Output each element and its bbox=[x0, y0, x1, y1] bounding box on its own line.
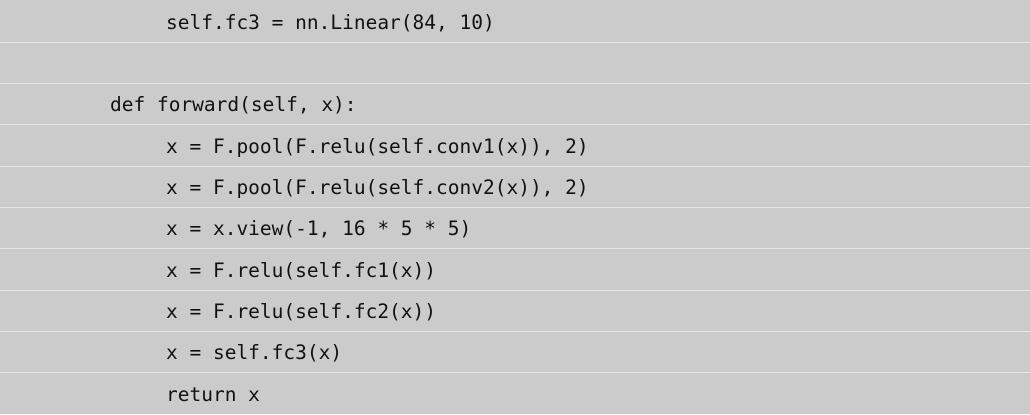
code-line: x = x.view(-1, 16 * 5 * 5) bbox=[0, 208, 1030, 249]
code-line-text: self.fc3 = nn.Linear(84, 10) bbox=[166, 11, 495, 34]
code-line-text: x = self.fc3(x) bbox=[166, 341, 343, 364]
code-line: x = F.relu(self.fc2(x)) bbox=[0, 291, 1030, 332]
code-line bbox=[0, 43, 1030, 84]
code-line-text: x = x.view(-1, 16 * 5 * 5) bbox=[166, 217, 472, 240]
code-line-text: return x bbox=[166, 383, 260, 406]
code-line: x = self.fc3(x) bbox=[0, 332, 1030, 373]
code-line-text: x = F.relu(self.fc2(x)) bbox=[166, 300, 437, 323]
code-line-text: def forward(self, x): bbox=[110, 93, 357, 116]
code-line-text: x = F.relu(self.fc1(x)) bbox=[166, 259, 437, 282]
code-line: x = F.pool(F.relu(self.conv1(x)), 2) bbox=[0, 126, 1030, 167]
code-line: self.fc3 = nn.Linear(84, 10) bbox=[0, 2, 1030, 43]
code-line-text: x = F.pool(F.relu(self.conv2(x)), 2) bbox=[166, 176, 589, 199]
code-line: return x bbox=[0, 374, 1030, 415]
code-line-text: x = F.pool(F.relu(self.conv1(x)), 2) bbox=[166, 135, 589, 158]
code-line: x = F.pool(F.relu(self.conv2(x)), 2) bbox=[0, 167, 1030, 208]
code-line: def forward(self, x): bbox=[0, 84, 1030, 125]
code-line: x = F.relu(self.fc1(x)) bbox=[0, 250, 1030, 291]
